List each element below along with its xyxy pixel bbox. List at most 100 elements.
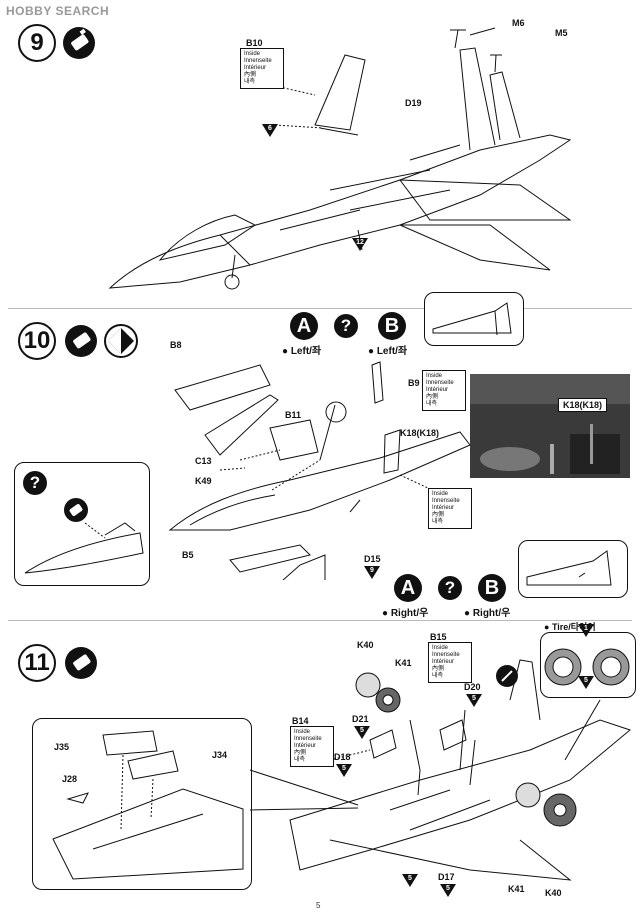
nose-detail-panel: ? — [14, 462, 150, 586]
callout-line: 內側 — [432, 512, 445, 518]
nose-detail-drawing — [24, 522, 144, 574]
page-number: 5 — [316, 901, 321, 910]
question-icon: ? — [438, 576, 462, 600]
paint-triangle-5: 5 — [578, 676, 594, 689]
reference-photo: K18(K18) — [470, 374, 630, 478]
option-b-top: B — [378, 312, 406, 340]
tire-detail-panel — [540, 632, 636, 698]
paint-triangle-d21: 5 — [354, 726, 370, 739]
bullet: ● — [282, 346, 291, 357]
bullet: ● — [382, 608, 391, 619]
triangle-number: 6 — [268, 125, 272, 132]
step-9-number: 9 — [18, 24, 56, 62]
option-a-bottom: A — [394, 574, 422, 602]
tire-text: Tire/타이어 — [551, 622, 596, 632]
intake-detail-panel-bottom — [518, 540, 628, 598]
cockpit-detail-drawing — [52, 730, 244, 880]
paint-triangle-12: 12 — [352, 238, 368, 251]
callout-line: Innenseite — [426, 380, 454, 386]
callout-line: 內側 — [432, 666, 445, 672]
left-side-label-a: ● Left/좌 — [282, 342, 321, 357]
right-side-label-b: ● Right/우 — [464, 604, 510, 619]
triangle-number: 5 — [446, 885, 450, 892]
right-side-label-a: ● Right/우 — [382, 604, 428, 619]
b10-inside-callout: Inside Innenseite Intérieur 內側 내측 — [240, 48, 284, 89]
part-k41-bottom-label: K41 — [508, 884, 525, 894]
cut-icon — [496, 665, 518, 687]
paint-triangle-6: 6 — [262, 124, 278, 137]
choose-option-icon — [104, 324, 138, 358]
part-b14-label: B14 — [292, 716, 309, 726]
tire-label: ● Tire/타이어 — [544, 620, 596, 633]
paint-triangle-1: 1 — [578, 624, 594, 637]
callout-line: Innenseite — [244, 58, 272, 64]
step-10-aircraft-drawing — [168, 361, 471, 580]
part-b5-label: B5 — [182, 550, 194, 560]
triangle-number: 5 — [408, 875, 412, 882]
b14-inside-callout: Inside Innenseite Intérieur 內側 내측 — [290, 726, 334, 767]
paint-triangle-d17: 5 — [440, 884, 456, 897]
intake-detail-drawing — [432, 302, 512, 336]
callout-line: Inside — [244, 51, 261, 57]
part-k49-label: K49 — [195, 476, 212, 486]
callout-line: 內側 — [244, 72, 257, 78]
callout-line: 내측 — [426, 401, 438, 407]
triangle-number: 9 — [370, 567, 374, 574]
callout-line: Innenseite — [432, 498, 460, 504]
step-11-aircraft-drawing — [289, 659, 632, 881]
callout-line: 내측 — [432, 519, 444, 525]
part-j34-label: J34 — [212, 750, 228, 760]
part-k18-label: K18(K18) — [400, 428, 440, 438]
callout-line: Intérieur — [432, 659, 455, 665]
part-m6-label: M6 — [512, 18, 525, 28]
part-d18-label: D18 — [334, 752, 351, 762]
callout-line: 내측 — [244, 79, 256, 85]
glue-icon — [65, 647, 97, 679]
part-b15-label: B15 — [430, 632, 447, 642]
triangle-number: 5 — [342, 765, 346, 772]
left-side-label-b: ● Left/좌 — [368, 342, 407, 357]
part-b10-label: B10 — [246, 38, 263, 48]
part-b9-label: B9 — [408, 378, 420, 388]
callout-line: 내측 — [294, 757, 306, 763]
part-b11-label: B11 — [285, 410, 302, 420]
part-j35-label: J35 — [54, 742, 70, 752]
callout-line: Intérieur — [244, 65, 267, 71]
step-10-number: 10 — [18, 322, 56, 360]
detail-connector — [249, 769, 359, 811]
bullet: ● — [464, 608, 473, 619]
glue-icon — [64, 498, 88, 522]
part-d19-label: D19 — [405, 98, 422, 108]
glue-icon — [63, 27, 95, 59]
tire-detail-drawing — [544, 648, 630, 686]
triangle-number: 5 — [472, 695, 476, 702]
bullet: ● — [544, 622, 552, 632]
paint-triangle-d20: 5 — [466, 694, 482, 707]
callout-line: 內側 — [426, 394, 439, 400]
section-divider — [8, 308, 632, 309]
callout-line: Innenseite — [432, 652, 460, 658]
option-a-top: A — [290, 312, 318, 340]
cockpit-detail-panel — [32, 718, 252, 890]
k18-inside-callout: Inside Innenseite Intérieur 內側 내측 — [428, 488, 472, 529]
part-d17-label: D17 — [438, 872, 455, 882]
intake-detail-drawing — [526, 550, 612, 586]
callout-line: 내측 — [432, 673, 444, 679]
callout-line: Inside — [432, 491, 449, 497]
paint-triangle-d18: 5 — [336, 764, 352, 777]
part-m5-label: M5 — [555, 28, 568, 38]
callout-line: Inside — [432, 645, 449, 651]
right-text: Right/우 — [472, 608, 511, 619]
left-text: Left/좌 — [376, 346, 408, 357]
part-d20-label: D20 — [464, 682, 481, 692]
part-k40-top-label: K40 — [357, 640, 374, 650]
paint-triangle-bottom-left: 5 — [402, 874, 418, 887]
glue-icon — [65, 325, 97, 357]
photo-shading — [470, 374, 630, 478]
step-9-aircraft-drawing — [108, 27, 572, 290]
triangle-number: 5 — [360, 727, 364, 734]
part-c13-label: C13 — [195, 456, 212, 466]
b9-inside-callout: Inside Innenseite Intérieur 內側 내측 — [422, 370, 466, 411]
triangle-number: 12 — [356, 239, 364, 246]
callout-line: Inside — [426, 373, 443, 379]
